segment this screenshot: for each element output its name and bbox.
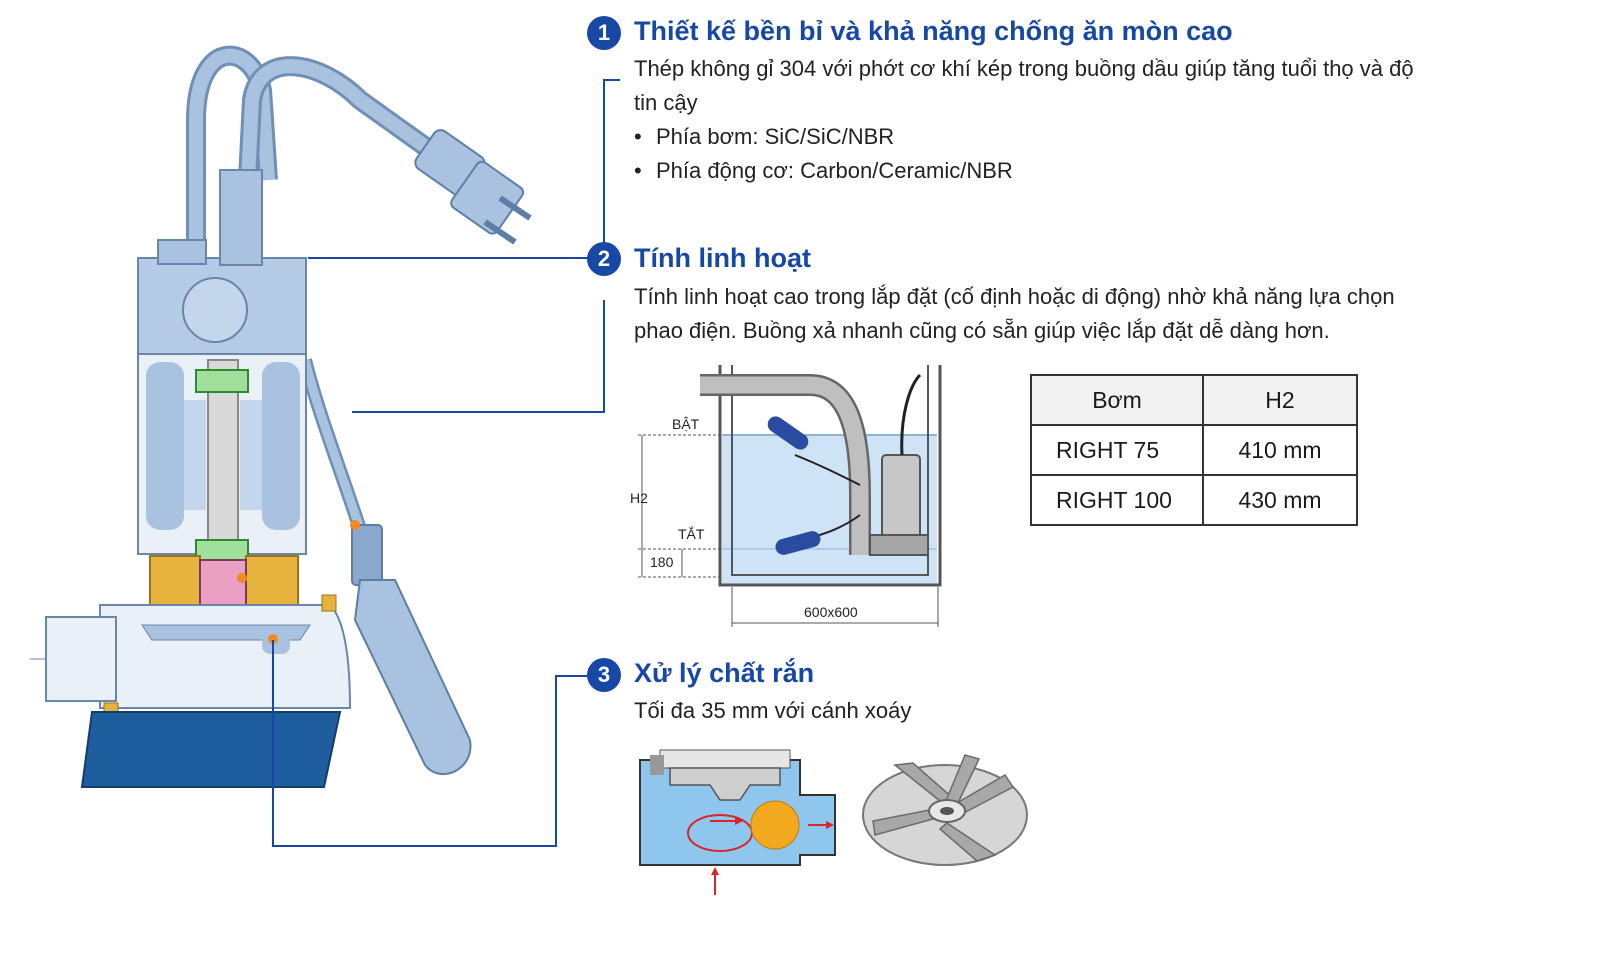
feature-1-description-block: Thép không gỉ 304 với phớt cơ khí kép tr… [634,52,1424,188]
vortex-section-diagram [639,749,836,895]
feature-2-description: Tính linh hoạt cao trong lắp đặt (cố địn… [634,284,1395,343]
mini-pump [881,454,921,540]
label-h2: H2 [630,490,648,506]
table-header-h2: H2 [1202,374,1358,426]
table-cell-h2: 430 mm [1202,474,1358,526]
float-switch [353,579,472,776]
volute-casing [99,604,352,709]
feature-1-number: 1 [587,16,621,50]
feature-3-description: Tối đa 35 mm với cánh xoáy [634,698,912,723]
installation-diagram: BẬT TẮT H2 180 600x600 [630,365,942,627]
table-row: RIGHT 75 410 mm [1030,424,1358,476]
vortex-impeller-photo [862,754,1028,866]
upper-bearing [195,369,249,393]
leader-line-3 [272,640,588,847]
feature-3-title: Xử lý chất rắn [634,658,815,688]
table-cell-pump: RIGHT 75 [1030,424,1204,476]
discharge-outlet [45,616,117,702]
float-on [767,416,809,450]
leader-line-1 [308,79,620,259]
solid-particle [750,800,800,850]
feature-2-title: Tính linh hoạt [634,243,811,273]
pump-cutaway-illustration [30,45,620,847]
tank-walls [718,365,942,587]
label-on: BẬT [672,416,700,432]
table-header-pump: Bơm [1030,374,1204,426]
feature-1-bullets: Phía bơm: SiC/SiC/NBR Phía động cơ: Carb… [634,120,1424,188]
float-off [775,531,821,555]
label-min-level: 180 [650,554,674,570]
bullet-motor-side: Phía động cơ: Carbon/Ceramic/NBR [634,154,1424,188]
table-cell-h2: 410 mm [1202,424,1358,476]
lower-bearing [195,539,249,563]
table-header-row: Bơm H2 [1030,374,1358,426]
label-tank-size: 600x600 [804,604,858,620]
feature-1-title: Thiết kế bền bỉ và khả năng chống ăn mòn… [634,16,1233,46]
feature-3-number: 3 [587,658,621,692]
plug-icon [414,129,532,245]
feature-2-number: 2 [587,242,621,276]
label-off: TẮT [678,525,705,542]
h2-table: Bơm H2 RIGHT 75 410 mm RIGHT 100 430 mm [1030,374,1358,526]
leader-line-2 [352,300,605,413]
feature-1-description: Thép không gỉ 304 với phớt cơ khí kép tr… [634,56,1414,115]
pump-base [80,711,342,788]
bullet-pump-side: Phía bơm: SiC/SiC/NBR [634,120,1424,154]
table-row: RIGHT 100 430 mm [1030,474,1358,526]
table-cell-pump: RIGHT 100 [1030,474,1204,526]
